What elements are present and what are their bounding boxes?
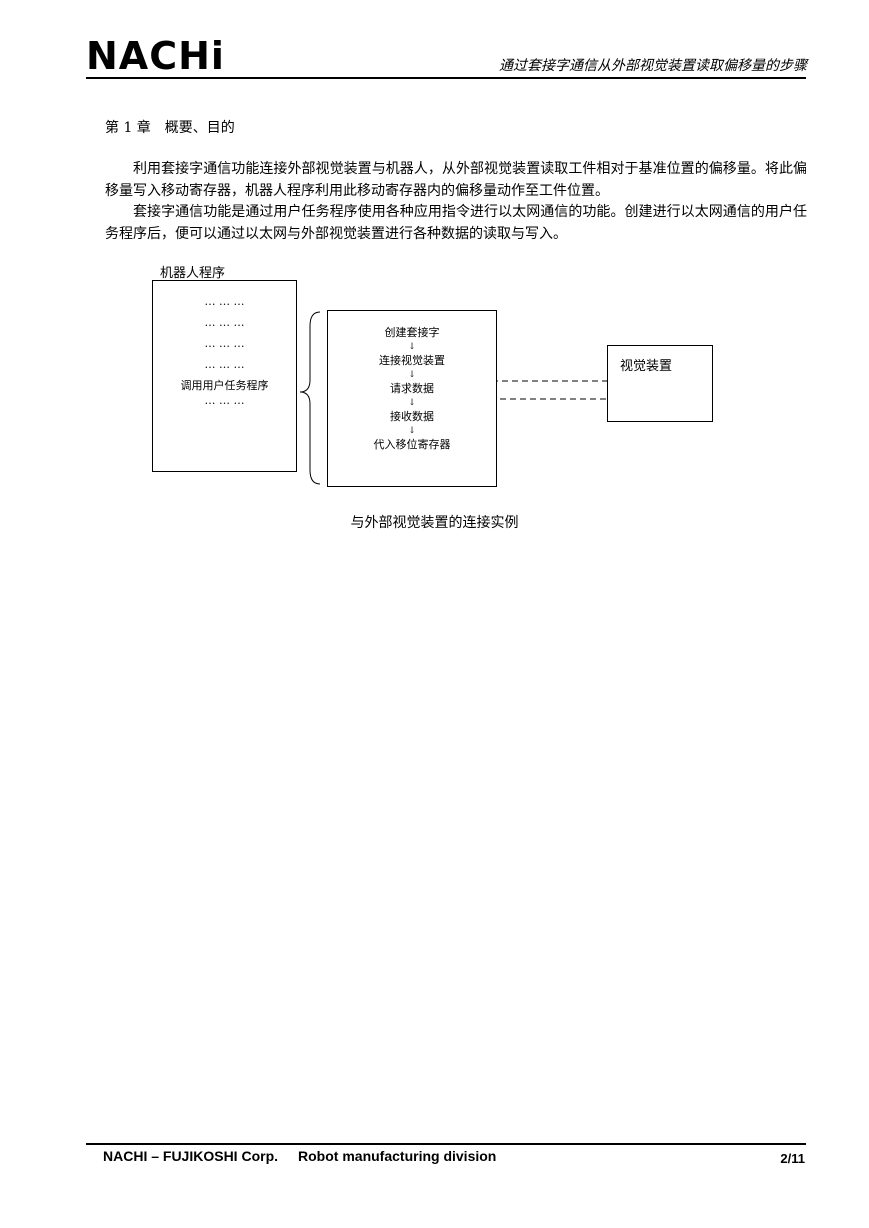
company-name: NACHI – FUJIKOSHI Corp. bbox=[103, 1148, 279, 1164]
step-create-socket: 创建套接字 bbox=[384, 326, 440, 339]
brace-and-arrows bbox=[299, 311, 626, 485]
step-arrow: ↓ bbox=[408, 370, 416, 380]
step-arrow: ↓ bbox=[408, 342, 416, 352]
step-request-data: 请求数据 bbox=[390, 382, 434, 395]
step-assign-shift-register: 代入移位寄存器 bbox=[373, 438, 451, 451]
robot-program-title: 机器人程序 bbox=[160, 266, 226, 281]
header-divider bbox=[86, 77, 806, 79]
footer-divider bbox=[86, 1143, 806, 1145]
paragraph-overview: 利用套接字通信功能连接外部视觉装置与机器人，从外部视觉装置读取工件相对于基准位置… bbox=[105, 161, 807, 199]
robot-program-line: … … … bbox=[204, 295, 245, 308]
curly-brace bbox=[299, 311, 321, 485]
chapter-heading: 第 1 章 概要、目的 bbox=[105, 120, 235, 136]
robot-program-line: … … … bbox=[204, 337, 245, 350]
robot-program-box: … … … … … … … … … … … … 调用用户任务程序 … … … bbox=[152, 280, 297, 472]
robot-program-line: … … … bbox=[204, 358, 245, 371]
division-name: Robot manufacturing division bbox=[298, 1148, 497, 1164]
connection-diagram: 机器人程序 … … … … … … … … … … … … 调用用户任务程序 …… bbox=[0, 0, 869, 560]
user-task-program-box: 创建套接字 ↓ 连接视觉装置 ↓ 请求数据 ↓ 接收数据 ↓ 代入移位寄存器 bbox=[327, 310, 497, 487]
step-arrow: ↓ bbox=[408, 398, 416, 408]
robot-program-line: … … … bbox=[204, 316, 245, 329]
document-title: 通过套接字通信从外部视觉装置读取偏移量的步骤 bbox=[499, 58, 807, 74]
robot-program-line-call-task: 调用用户任务程序 bbox=[180, 379, 269, 392]
vision-device-label: 视觉装置 bbox=[620, 359, 673, 374]
paragraph-socket-function: 套接字通信功能是通过用户任务程序使用各种应用指令进行以太网通信的功能。创建进行以… bbox=[105, 204, 807, 242]
step-arrow: ↓ bbox=[408, 426, 416, 436]
step-connect-vision: 连接视觉装置 bbox=[379, 354, 445, 367]
footer-company: NACHI – FUJIKOSHI Corp. Robot manufacturi… bbox=[103, 1148, 496, 1164]
nachi-logo: NACHi bbox=[86, 34, 225, 78]
diagram-caption: 与外部视觉装置的连接实例 bbox=[350, 515, 519, 531]
page-number: 2/11 bbox=[780, 1151, 805, 1166]
vision-device-box: 视觉装置 bbox=[607, 345, 713, 422]
robot-program-line: … … … bbox=[204, 394, 245, 407]
step-receive-data: 接收数据 bbox=[390, 410, 434, 423]
